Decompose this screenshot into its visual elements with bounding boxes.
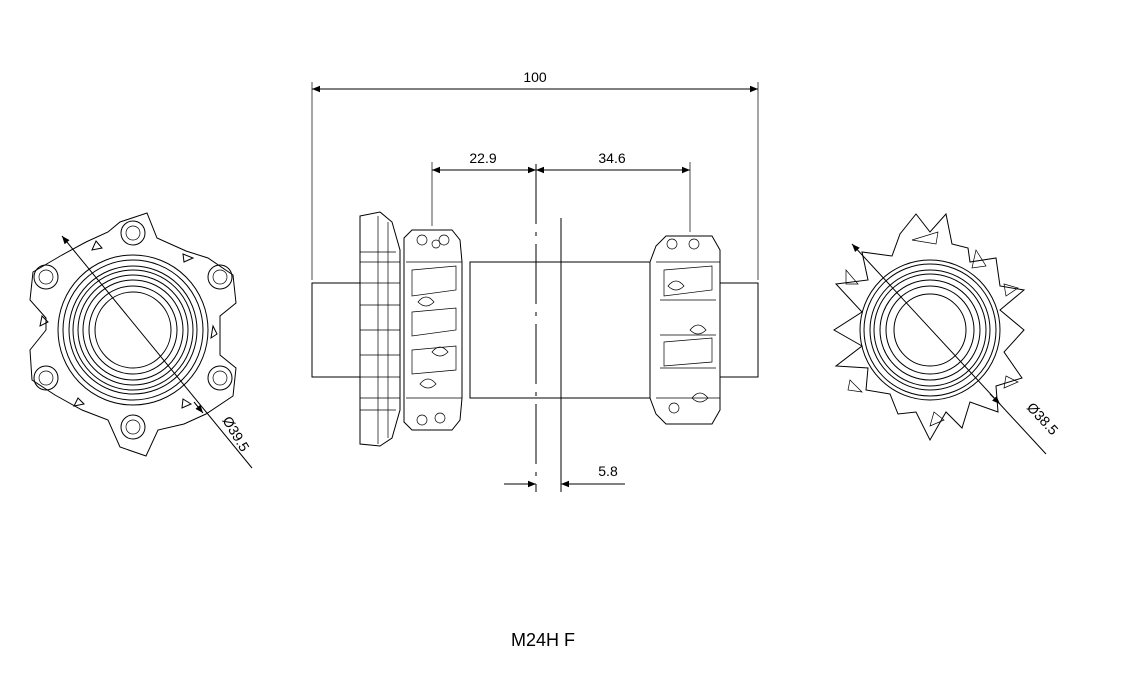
- side-view: 100 22.9 34.6 5.8: [311, 69, 759, 492]
- right-diameter-label: Ø38.5: [1024, 399, 1062, 438]
- right-spoke-flange: [649, 235, 721, 425]
- left-spoke-flange: [403, 229, 463, 431]
- rotor-mount-flange: [359, 211, 401, 447]
- left-flange-outline: [29, 212, 237, 457]
- center-offset-label: 5.8: [598, 463, 618, 479]
- right-axle-end: [719, 282, 759, 378]
- right-bearing-rings: [859, 259, 1001, 401]
- right-end-view: Ø38.5: [833, 212, 1062, 455]
- right-flange-details: [656, 238, 720, 414]
- left-bolt-holes: [33, 220, 233, 440]
- left-diameter-leader: [61, 235, 253, 469]
- right-flange-outline: [833, 212, 1026, 442]
- left-flange-details: [406, 234, 462, 426]
- right-spoke-hooks: [845, 231, 1019, 427]
- overall-width-label: 100: [523, 69, 547, 85]
- drawing-title: M24H F: [510, 630, 575, 650]
- left-offset-label: 22.9: [469, 150, 496, 166]
- right-offset-label: 34.6: [598, 150, 625, 166]
- right-diameter-leader: [851, 243, 1047, 455]
- left-axle-end: [311, 282, 361, 378]
- left-bearing-rings: [57, 254, 209, 406]
- left-spoke-tabs: [39, 240, 218, 409]
- hub-shell: [469, 261, 651, 399]
- left-end-view: Ø39.5: [29, 212, 253, 469]
- rotor-mount-details: [360, 216, 400, 444]
